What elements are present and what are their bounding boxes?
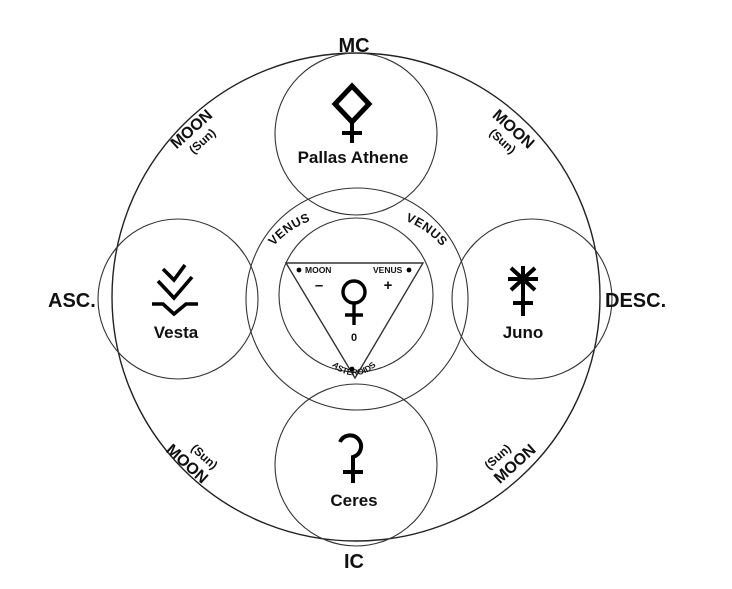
vesta-label: Vesta bbox=[154, 323, 199, 342]
top-circle bbox=[274, 52, 438, 216]
desc-label: DESC. bbox=[605, 290, 666, 312]
minus-sign: – bbox=[315, 277, 323, 294]
zero-label: 0 bbox=[351, 332, 357, 344]
asteroids-dot bbox=[349, 366, 355, 372]
pallas-athene-label: Pallas Athene bbox=[298, 148, 409, 167]
mc-label: MC bbox=[338, 35, 369, 57]
vesta-icon bbox=[152, 263, 198, 317]
moon-dot bbox=[296, 267, 302, 273]
venus-dot bbox=[406, 267, 412, 273]
ceres-label: Ceres bbox=[330, 491, 377, 510]
bottom-circle bbox=[274, 383, 438, 547]
venus-arc-label-left: VENUS bbox=[266, 210, 312, 248]
pallas-athene-icon bbox=[331, 82, 373, 143]
center-inner-circle bbox=[278, 217, 434, 373]
asc-label: ASC. bbox=[48, 290, 96, 312]
right-circle bbox=[451, 218, 613, 380]
venus-icon bbox=[341, 279, 367, 325]
triangle-moon-label: MOON bbox=[305, 265, 331, 275]
left-circle bbox=[97, 218, 259, 380]
triangle-venus-label: VENUS bbox=[373, 265, 403, 275]
juno-label: Juno bbox=[503, 323, 544, 342]
ceres-icon bbox=[338, 433, 364, 483]
ic-label: IC bbox=[344, 551, 364, 573]
center-outer-circle bbox=[245, 187, 469, 411]
plus-sign: + bbox=[384, 277, 393, 294]
juno-icon bbox=[508, 266, 538, 316]
center-triangle bbox=[284, 262, 425, 380]
